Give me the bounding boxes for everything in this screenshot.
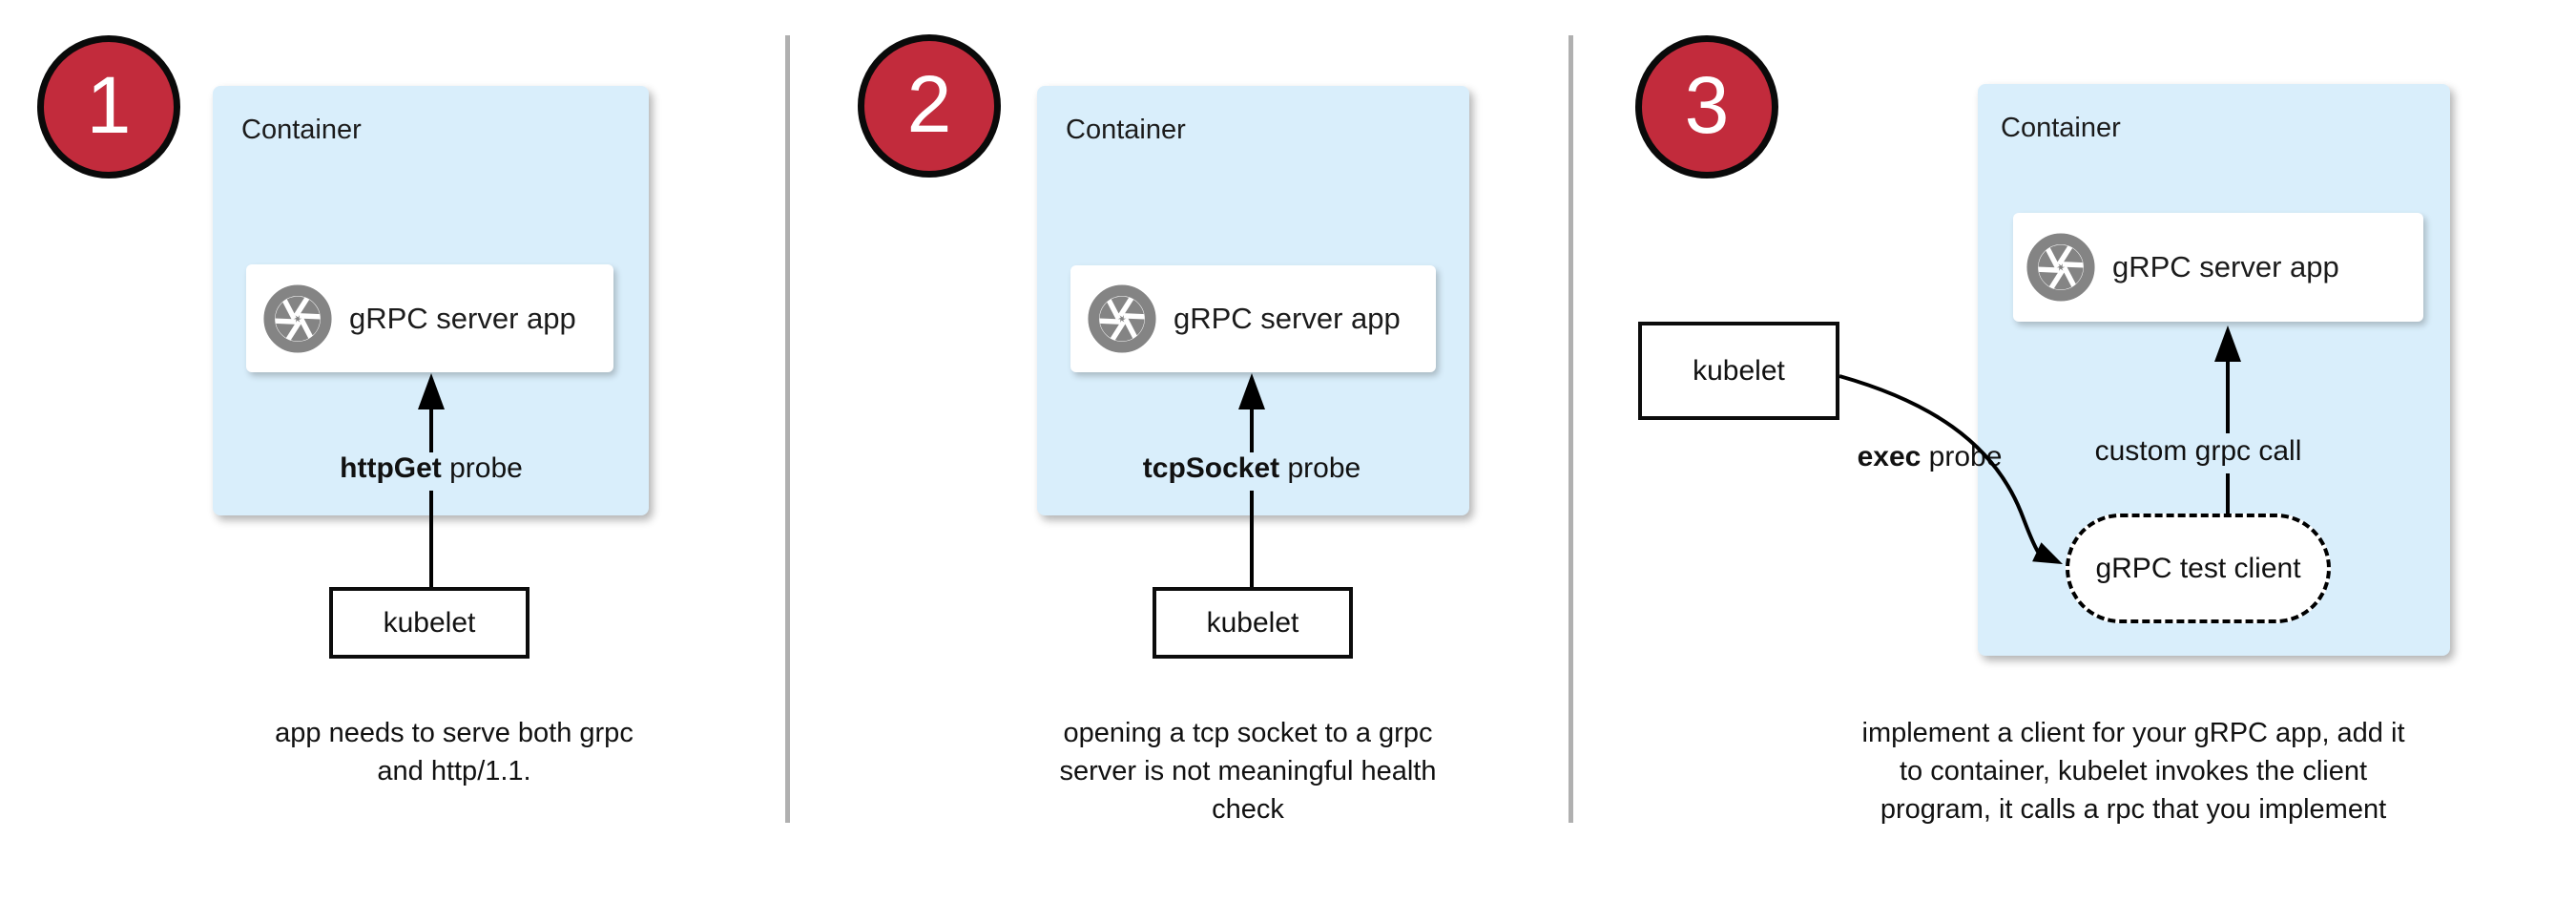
container-label-1: Container xyxy=(241,115,362,145)
grpc-server-app-label: gRPC server app xyxy=(1174,302,1401,335)
probe-label-2: tcpSocket probe xyxy=(1109,452,1395,485)
grpc-test-client-box: gRPC test client xyxy=(2066,514,2331,623)
kubelet-label-1: kubelet xyxy=(383,606,476,639)
kubelet-box-3: kubelet xyxy=(1638,322,1839,420)
caption-2-line: server is not meaningful health xyxy=(1059,756,1437,787)
probe-line-lower-2 xyxy=(1250,491,1254,587)
panel-divider-2 xyxy=(1568,35,1573,823)
probe-arrowhead-2 xyxy=(1238,373,1265,409)
probe-word-2: probe xyxy=(1287,452,1361,484)
panel-divider-1 xyxy=(785,35,790,823)
caption-2: opening a tcp socket to a grpc server is… xyxy=(1009,714,1486,829)
probe-type-1: httpGet xyxy=(340,452,442,484)
caption-3-line: to container, kubelet invokes the client xyxy=(1899,756,2368,787)
step-1-number: 1 xyxy=(86,60,132,150)
grpc-server-app-box-2: gRPC server app xyxy=(1070,265,1436,372)
probe-word-3: probe xyxy=(1928,441,2003,472)
grpc-server-app-label: gRPC server app xyxy=(2112,250,2339,283)
caption-1-line: app needs to serve both grpc xyxy=(275,718,634,748)
container-label-3: Container xyxy=(2001,113,2121,143)
aperture-icon xyxy=(263,283,332,353)
step-3-number: 3 xyxy=(1684,60,1730,150)
caption-2-line: opening a tcp socket to a grpc xyxy=(1063,718,1433,748)
aperture-icon xyxy=(2026,233,2095,302)
kubelet-label-2: kubelet xyxy=(1206,606,1299,639)
kubelet-box-2: kubelet xyxy=(1153,587,1353,659)
grpc-server-app-box-3: gRPC server app xyxy=(2013,213,2423,322)
grpc-server-app-box-1: gRPC server app xyxy=(246,264,613,372)
probe-word-1: probe xyxy=(449,452,523,484)
caption-1-line: and http/1.1. xyxy=(377,756,531,787)
grpc-server-app-label: gRPC server app xyxy=(349,301,576,335)
caption-3-line: program, it calls a rpc that you impleme… xyxy=(1880,794,2387,825)
custom-call-arrowhead xyxy=(2214,325,2241,362)
container-label-2: Container xyxy=(1066,115,1186,145)
custom-call-line-lower xyxy=(2226,473,2230,514)
caption-2-line: check xyxy=(1212,794,1284,825)
probe-line-upper-2 xyxy=(1250,407,1254,452)
step-1-badge: 1 xyxy=(37,35,180,178)
probe-type-3: exec xyxy=(1857,441,1922,472)
probe-label-3: exec probe xyxy=(1856,441,2004,473)
caption-3-line: implement a client for your gRPC app, ad… xyxy=(1861,718,2405,748)
custom-call-label: custom grpc call xyxy=(2094,435,2302,467)
probe-line-upper-1 xyxy=(429,407,433,452)
custom-call-line-upper xyxy=(2226,359,2230,433)
step-3-badge: 3 xyxy=(1635,35,1778,178)
step-2-badge: 2 xyxy=(858,34,1001,178)
probe-arrowhead-1 xyxy=(418,373,445,409)
probe-label-1: httpGet probe xyxy=(288,452,574,485)
probe-type-2: tcpSocket xyxy=(1142,452,1280,484)
caption-3: implement a client for your gRPC app, ad… xyxy=(1799,714,2467,829)
kubelet-box-1: kubelet xyxy=(329,587,530,659)
probe-line-lower-1 xyxy=(429,491,433,587)
grpc-test-client-label: gRPC test client xyxy=(2095,552,2301,584)
aperture-icon xyxy=(1088,284,1156,353)
step-2-number: 2 xyxy=(906,59,952,149)
caption-1: app needs to serve both grpc and http/1.… xyxy=(216,714,693,790)
kubelet-label-3: kubelet xyxy=(1693,354,1785,387)
